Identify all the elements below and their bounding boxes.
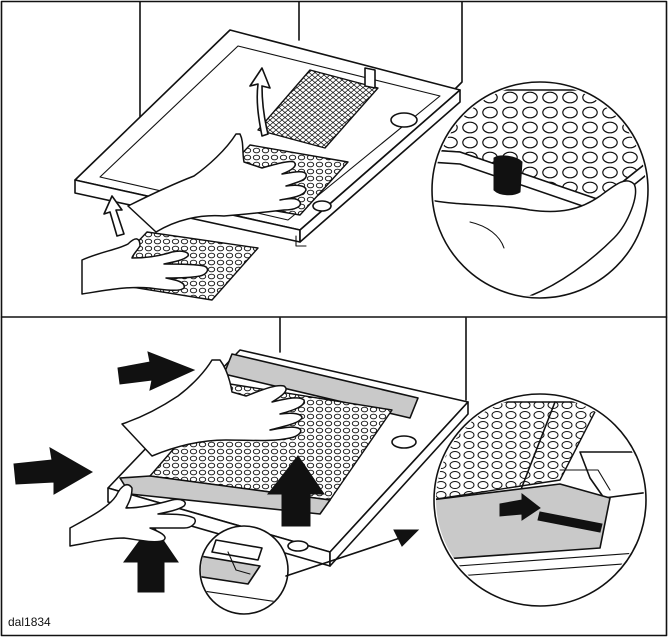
bottom-panel xyxy=(13,317,647,615)
hood-side-face xyxy=(299,89,461,243)
rear-filter-mesh xyxy=(257,69,379,149)
arrow-push-left xyxy=(13,447,94,495)
detail-rail-line xyxy=(436,551,644,569)
hood-light-front-bottom xyxy=(287,540,309,552)
small-detail-latch xyxy=(227,551,251,575)
detail-latch-pin xyxy=(537,511,603,533)
detail-hand-crease xyxy=(469,221,505,249)
detail-filter-edge-bottom xyxy=(519,401,556,493)
hand-right-bottom xyxy=(121,359,305,457)
hood-bracket xyxy=(295,235,307,247)
hand-left-top xyxy=(81,238,209,295)
figure-label: dal1834 xyxy=(8,615,51,629)
wall-cabinet-right-edge xyxy=(451,1,463,93)
filter-frame-rear xyxy=(223,353,419,419)
arrow-up-left xyxy=(123,523,179,593)
detail-filter-mesh-bottom xyxy=(436,401,601,501)
hood-light-front xyxy=(312,200,332,212)
callout-pointer-line xyxy=(285,537,401,577)
arrow-up-rear xyxy=(249,67,271,137)
detail-latch-arrow xyxy=(499,492,541,521)
arrow-push-top xyxy=(117,351,196,391)
small-detail-plate xyxy=(211,539,263,561)
hood-light-rear xyxy=(390,112,418,128)
arrow-up-right xyxy=(266,455,325,527)
hand-left-bottom xyxy=(69,483,196,547)
detail-bracket-line xyxy=(559,469,611,491)
top-panel xyxy=(74,1,649,301)
detail-filter-frame-bottom xyxy=(436,483,611,561)
arrow-up-front xyxy=(103,195,125,237)
hand-right-top xyxy=(127,133,307,233)
detail-hand xyxy=(434,180,637,296)
hood-light-bottom xyxy=(391,435,417,449)
small-detail-frame xyxy=(201,555,261,585)
detail-filter-latch xyxy=(493,155,523,196)
rear-filter-clip xyxy=(364,67,376,89)
callout-pointer-head xyxy=(393,529,420,547)
